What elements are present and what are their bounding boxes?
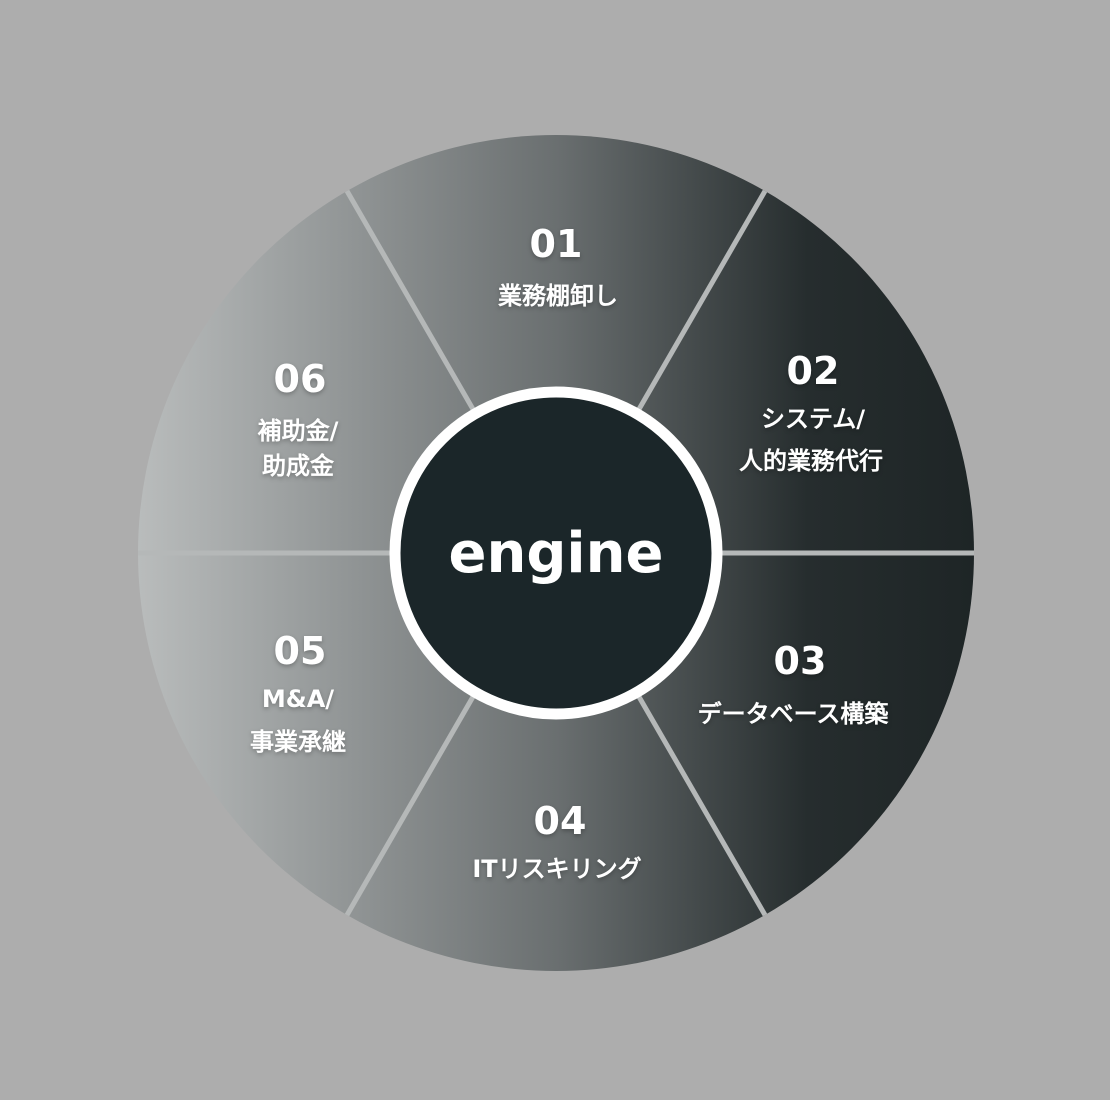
segment-05: 05 M&A/ 事業承継: [250, 629, 346, 756]
segment-number: 01: [530, 222, 583, 266]
segment-label: データベース構築: [698, 700, 890, 728]
segment-04: 04 ITリスキリング: [472, 799, 641, 883]
segment-06: 06 補助金/ 助成金: [257, 357, 339, 480]
segment-number: 04: [534, 799, 587, 843]
segment-number: 06: [274, 357, 327, 401]
segment-number: 03: [774, 639, 827, 683]
segment-label: M&A/: [262, 685, 334, 713]
segment-label: 人的業務代行: [739, 447, 883, 475]
hub-label: engine: [449, 521, 664, 586]
segment-label: 業務棚卸し: [498, 282, 618, 310]
segment-label: 補助金/: [257, 417, 339, 445]
hub-circle: [389, 386, 723, 720]
segment-02: 02 システム/ 人的業務代行: [739, 349, 883, 475]
segment-label: 事業承継: [250, 728, 346, 756]
segment-01: 01 業務棚卸し: [498, 222, 618, 310]
segment-label: 助成金: [262, 452, 335, 480]
segment-number: 02: [787, 349, 840, 393]
segment-label: ITリスキリング: [472, 855, 641, 883]
segment-03: 03 データベース構築: [698, 639, 890, 728]
segment-number: 05: [274, 629, 327, 673]
segment-label: システム/: [761, 405, 865, 433]
